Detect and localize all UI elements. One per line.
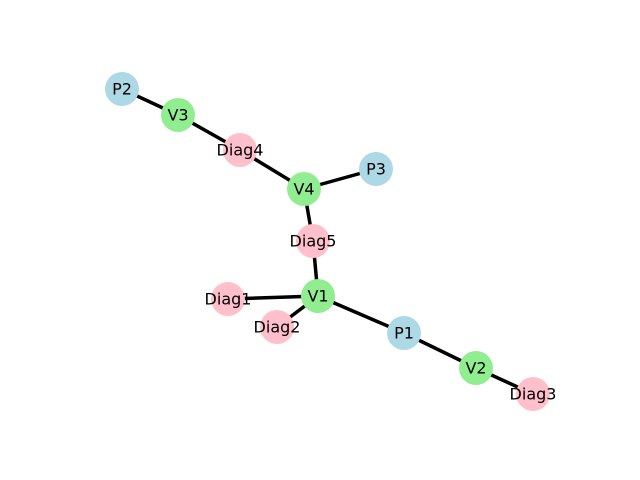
node-label-diag5: Diag5 — [290, 232, 337, 251]
node-diag2: Diag2 — [254, 310, 301, 344]
node-circle-p1 — [387, 316, 421, 350]
node-p3: P3 — [359, 152, 393, 186]
node-circle-v1 — [301, 279, 335, 313]
node-circle-p3 — [359, 152, 393, 186]
node-circle-v2 — [459, 351, 493, 385]
node-v3: V3 — [161, 98, 195, 132]
node-label-v1: V1 — [307, 287, 328, 306]
node-label-diag2: Diag2 — [254, 318, 301, 337]
node-v2: V2 — [459, 351, 493, 385]
node-circle-diag3 — [516, 377, 550, 411]
node-label-p1: P1 — [394, 324, 414, 343]
node-label-v3: V3 — [167, 106, 188, 125]
node-circle-v4 — [287, 172, 321, 206]
node-p2: P2 — [105, 72, 139, 106]
node-diag5: Diag5 — [290, 224, 337, 258]
node-circle-diag1 — [211, 282, 245, 316]
node-diag1: Diag1 — [205, 282, 252, 316]
node-label-v2: V2 — [465, 359, 486, 378]
node-label-p2: P2 — [112, 80, 132, 99]
node-circle-p2 — [105, 72, 139, 106]
node-p1: P1 — [387, 316, 421, 350]
node-label-diag3: Diag3 — [510, 385, 557, 404]
node-v4: V4 — [287, 172, 321, 206]
node-circle-diag5 — [296, 224, 330, 258]
node-label-v4: V4 — [293, 180, 314, 199]
node-label-diag1: Diag1 — [205, 290, 252, 309]
node-label-p3: P3 — [366, 160, 386, 179]
node-diag3: Diag3 — [510, 377, 557, 411]
node-circle-diag2 — [260, 310, 294, 344]
node-label-diag4: Diag4 — [217, 141, 264, 160]
node-circle-diag4 — [223, 133, 257, 167]
node-circle-v3 — [161, 98, 195, 132]
node-v1: V1 — [301, 279, 335, 313]
node-diag4: Diag4 — [217, 133, 264, 167]
